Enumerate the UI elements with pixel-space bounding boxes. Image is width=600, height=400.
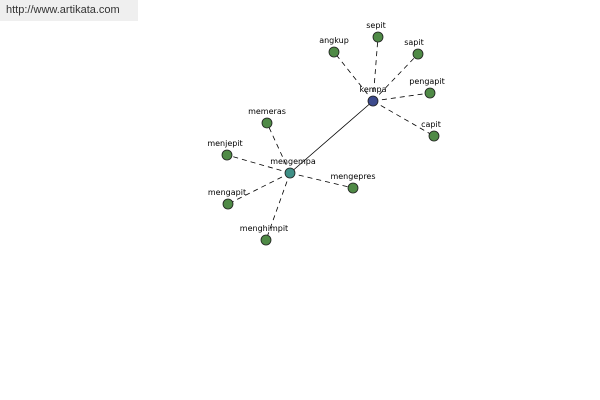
edge-mengempa-menjepit <box>226 154 291 174</box>
edge-mengempa-menghimpit <box>265 172 291 241</box>
edge-mengempa-mengapit <box>227 172 291 205</box>
nodes-layer <box>221 31 440 246</box>
edge-kempa-angkup <box>333 51 374 102</box>
node-label-mengempa: mengempa <box>270 157 316 166</box>
node-memeras[interactable] <box>261 117 273 129</box>
node-label-mengapit: mengapit <box>208 188 246 197</box>
node-sapit[interactable] <box>412 48 424 60</box>
edge-mengempa-memeras <box>266 122 291 174</box>
node-menghimpit[interactable] <box>260 234 272 246</box>
labels-layer: kempa mengempa angkup sepit sapit pengapit cap… <box>207 21 444 233</box>
node-label-sapit: sapit <box>404 38 424 47</box>
edge-mengempa-mengepres <box>289 172 354 189</box>
node-label-sepit: sepit <box>366 21 386 30</box>
node-mengempa[interactable] <box>284 167 296 179</box>
node-label-menjepit: menjepit <box>207 139 242 148</box>
node-label-memeras: memeras <box>248 107 286 116</box>
node-pengapit[interactable] <box>424 87 436 99</box>
edge-kempa-capit <box>372 100 435 137</box>
node-label-pengapit: pengapit <box>409 77 445 86</box>
node-kempa[interactable] <box>367 95 379 107</box>
node-capit[interactable] <box>428 130 440 142</box>
node-label-capit: capit <box>421 120 441 129</box>
edge-kempa-sepit <box>372 36 379 102</box>
node-label-mengepres: mengepres <box>330 172 375 181</box>
edge-kempa-mengempa <box>289 100 374 174</box>
edge-kempa-pengapit <box>372 92 431 102</box>
node-label-menghimpit: menghimpit <box>240 224 288 233</box>
edges-layer <box>226 36 435 241</box>
node-angkup[interactable] <box>328 46 340 58</box>
node-mengepres[interactable] <box>347 182 359 194</box>
node-menjepit[interactable] <box>221 149 233 161</box>
edge-kempa-sapit <box>372 53 419 102</box>
node-label-angkup: angkup <box>319 36 349 45</box>
node-mengapit[interactable] <box>222 198 234 210</box>
source-url[interactable]: http://www.artikata.com <box>0 0 138 21</box>
node-sepit[interactable] <box>372 31 384 43</box>
node-label-kempa: kempa <box>359 85 386 94</box>
